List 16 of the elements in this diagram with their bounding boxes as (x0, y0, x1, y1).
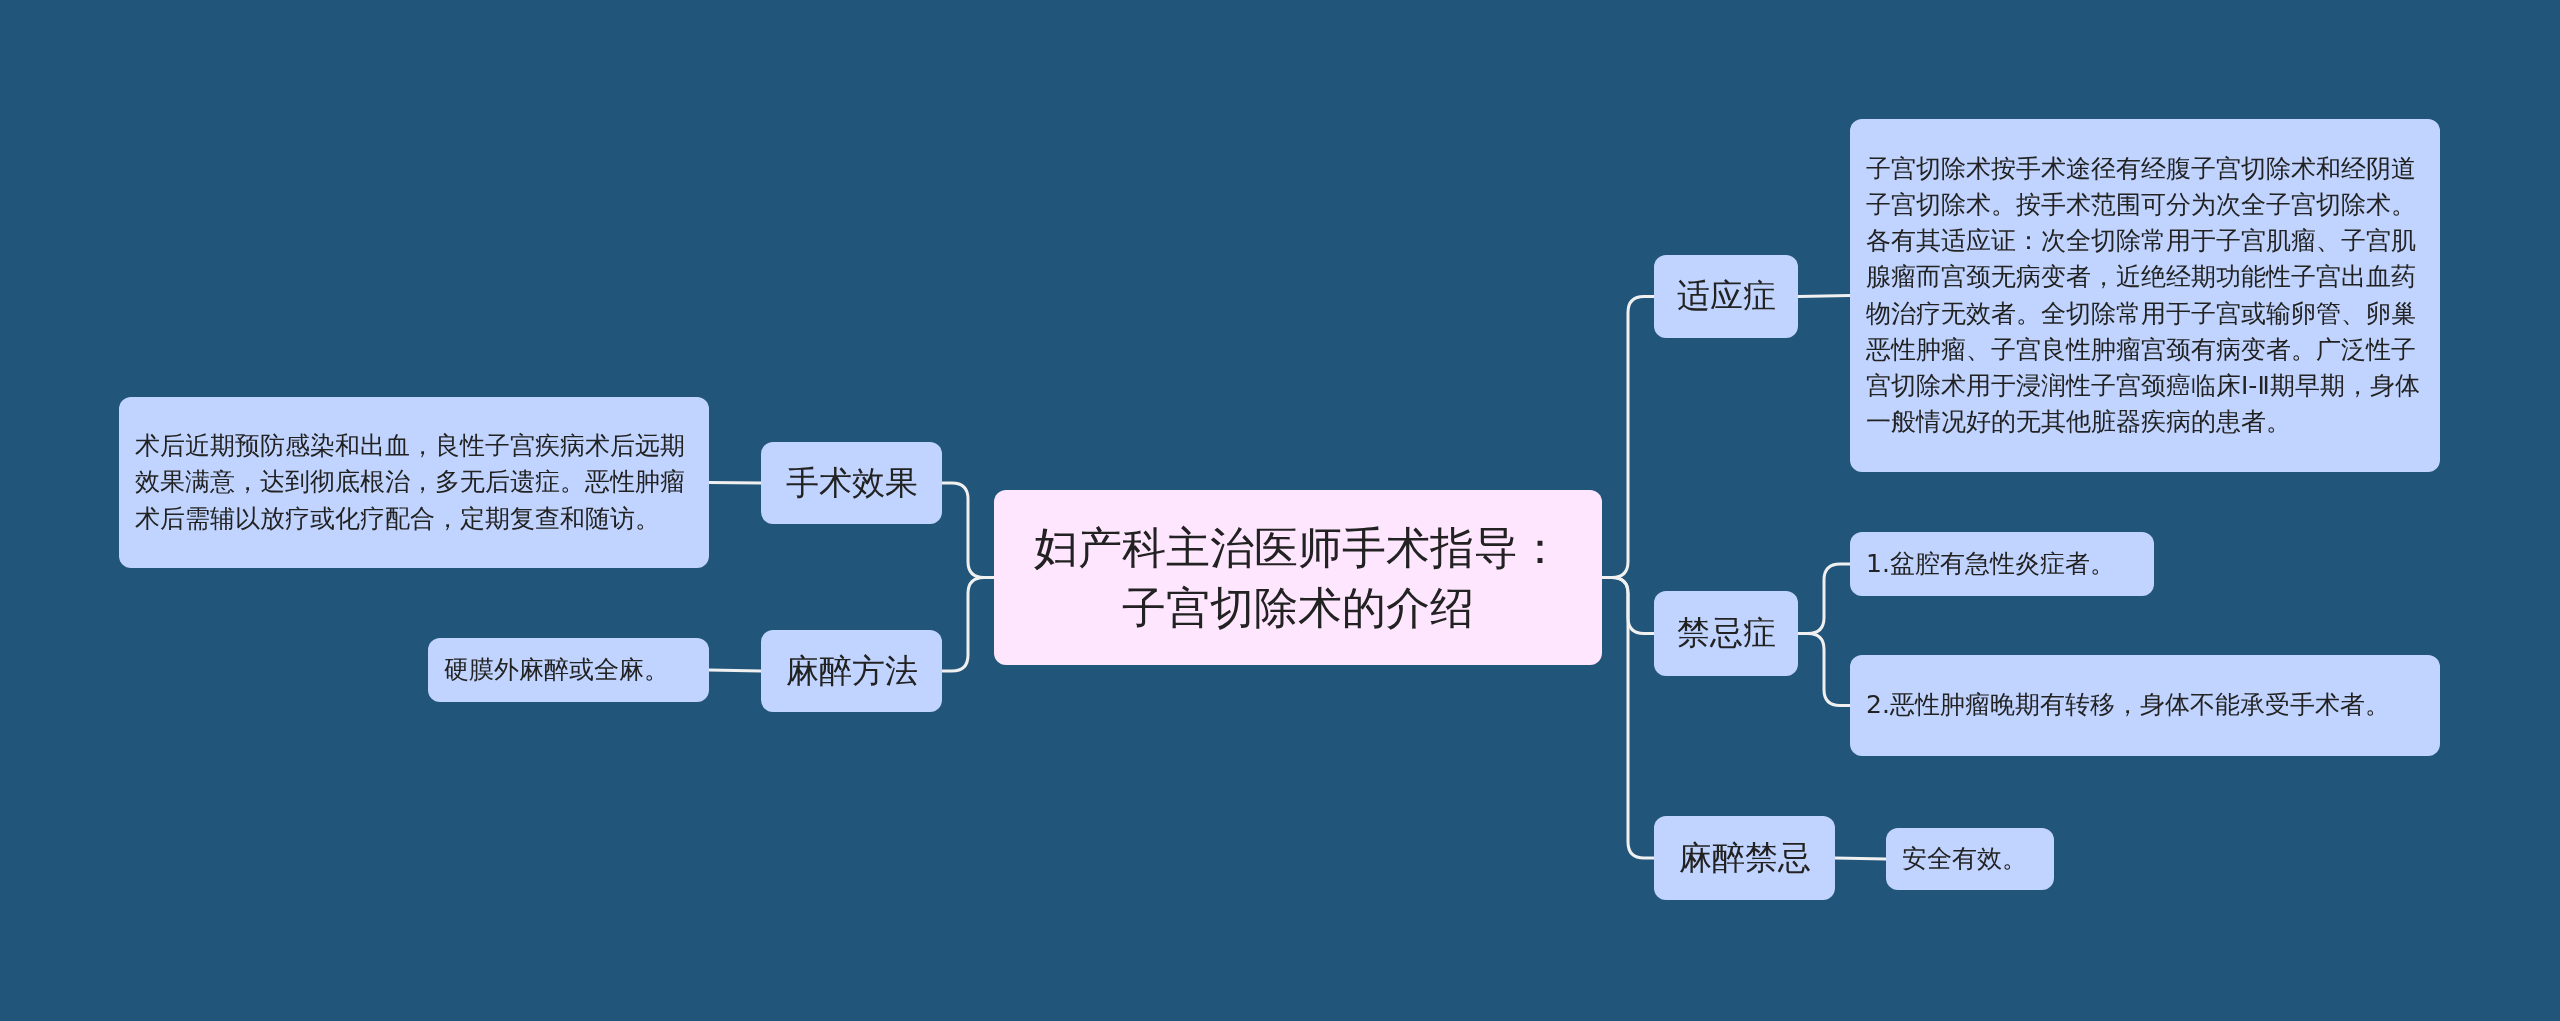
note-box: 安全有效。 (1886, 828, 2054, 890)
note-box: 硬膜外麻醉或全麻。 (428, 638, 709, 702)
connector-line (1834, 856, 1887, 861)
topic-box: 禁忌症 (1654, 591, 1798, 676)
note-box: 子宫切除术按手术途径有经腹子宫切除术和经阴道子宫切除术。按手术范围可分为次全子宫切除术。各有其适应证：次全切除常用于子宫肌瘤、子宫肌腺瘤而宫颈无病变者，近绝经期功能性子宫出血药物治疗无效者。全切除常用于子宫或输卵管、卵巢恶性肿瘤、子宫良性肿瘤宫颈有病变者。广泛性子宫切除术用于浸润性子宫颈癌临床Ⅰ-Ⅱ期早期，身体一般情况好的无其他脏器疾病的患者。 (1850, 119, 2440, 472)
note-box: 2.恶性肿瘤晚期有转移，身体不能承受手术者。 (1850, 655, 2440, 756)
note-box: 1.盆腔有急性炎症者。 (1850, 532, 2154, 596)
connector-line (708, 668, 762, 673)
topic-box: 手术效果 (761, 442, 942, 524)
topic-box: 适应症 (1654, 255, 1798, 338)
connector-line (709, 481, 761, 485)
note-box: 术后近期预防感染和出血，良性子宫疾病术后远期效果满意，达到彻底根治，多无后遗症。恶性肿瘤术后需辅以放疗或化疗配合，定期复查和随访。 (119, 397, 709, 568)
connector-line (1797, 294, 1851, 298)
topic-box: 麻醉方法 (761, 630, 942, 712)
topic-box: 麻醉禁忌 (1654, 816, 1835, 900)
root-topic-box: 妇产科主治医师手术指导：子宫切除术的介绍 (994, 490, 1602, 665)
